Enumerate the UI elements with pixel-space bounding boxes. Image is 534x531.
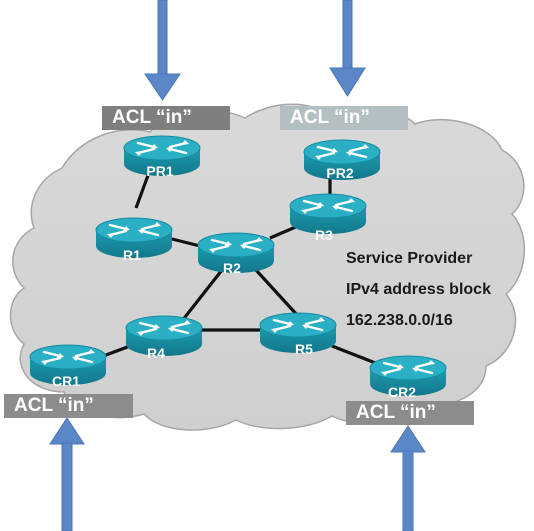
router-label-r2: R2 [223,260,241,276]
acl-label-cr2: ACL “in” [346,401,474,425]
router-label-cr1: CR1 [52,373,80,389]
provider-address-block: 162.238.0.0/16 [346,312,453,329]
router-r2[interactable]: R2 [196,231,276,276]
router-pr1[interactable]: PR1 [122,134,202,179]
router-label-r3: R3 [315,227,333,243]
router-r5[interactable]: R5 [258,311,338,357]
router-pr2[interactable]: PR2 [302,138,382,182]
router-cr2[interactable]: CR2 [368,354,448,400]
router-label-pr2: PR2 [326,165,353,181]
acl-label-cr1: ACL “in” [4,394,133,418]
acl-label-pr1: ACL “in” [102,106,230,130]
router-cr1[interactable]: CR1 [28,343,108,389]
arrow-up-icon [49,417,85,531]
link-r1-r2 [167,236,201,248]
link-r2-r5 [254,268,300,318]
link-r2-r4 [176,269,224,327]
arrow-up-icon [390,425,426,531]
arrow-down-icon [144,0,181,101]
router-r3[interactable]: R3 [288,192,368,243]
arrow-down-icon [329,0,366,97]
router-label-r4: R4 [147,345,165,361]
router-label-r1: R1 [123,247,141,263]
router-r4[interactable]: R4 [124,314,204,361]
router-label-r5: R5 [295,341,313,357]
link-pr1-r1 [134,169,152,209]
router-label-pr1: PR1 [146,163,173,179]
link-r5-cr2 [331,344,379,366]
link-r2-r3 [269,224,299,240]
provider-title: Service Provider [346,250,473,267]
router-r1[interactable]: R1 [94,216,174,263]
router-label-cr2: CR2 [388,384,416,400]
acl-label-pr2: ACL “in” [280,106,408,130]
provider-subtitle: IPv4 address block [346,281,491,298]
